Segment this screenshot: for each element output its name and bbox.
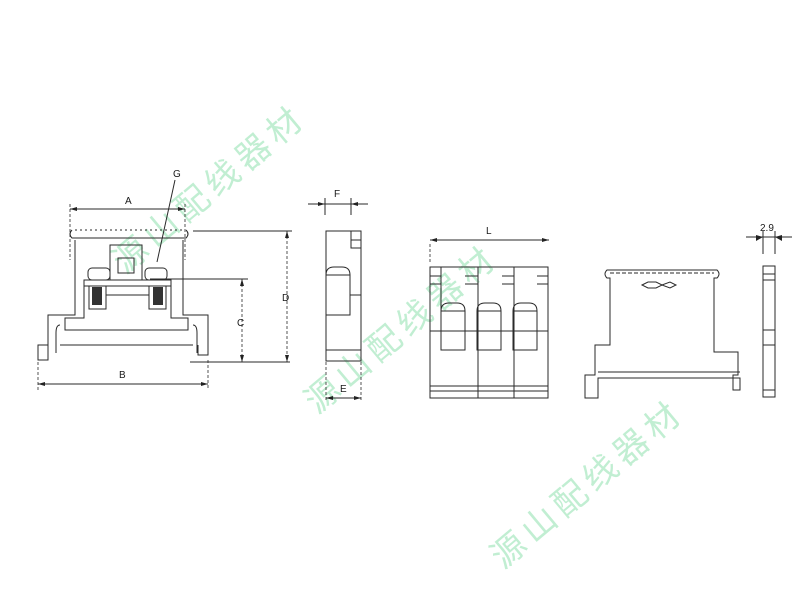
label-d: D (282, 293, 289, 304)
label-c: C (237, 318, 244, 329)
label-a: A (125, 196, 132, 207)
label-thickness: 2.9 (760, 223, 774, 234)
label-f: F (334, 189, 340, 200)
end-plate-view: 2.9 (584, 223, 792, 399)
label-b: B (119, 370, 126, 381)
side-view: F E (308, 189, 368, 402)
front-view: A G C D (37, 169, 292, 390)
assembly-view: L (429, 226, 549, 399)
label-g: G (173, 169, 181, 180)
label-l: L (486, 226, 492, 237)
label-e: E (340, 384, 347, 395)
